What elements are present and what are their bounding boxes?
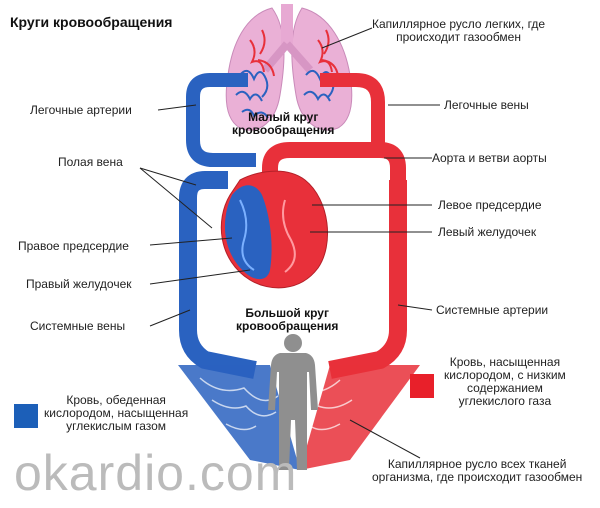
watermark: okardio.com (14, 445, 298, 501)
legend-deoxygenated-line2: кислородом, насыщенная (44, 406, 189, 420)
label-body-capillaries: Капиллярное русло всех тканей организма,… (372, 458, 582, 484)
pulmonary-vein-vessel (320, 73, 385, 148)
label-lung-capillaries-line1: Капиллярное русло легких, где (372, 17, 546, 31)
legend-swatch-oxygenated (410, 374, 434, 398)
label-pulmonary-arteries: Легочные артерии (30, 103, 132, 117)
aorta-vessel (262, 142, 406, 320)
label-systemic-veins: Системные вены (30, 319, 126, 333)
label-lung-capillaries: Капиллярное русло легких, где происходит… (372, 18, 545, 44)
legend-oxygenated-line3: содержанием (466, 381, 543, 395)
systemic-artery-vessel (328, 180, 407, 379)
label-right-atrium: Правое предсердие (18, 239, 129, 253)
label-aorta: Аорта и ветви аорты (432, 151, 547, 165)
label-left-atrium: Левое предсердие (438, 198, 542, 212)
label-systemic-arteries: Системные артерии (436, 303, 549, 317)
label-left-ventricle: Левый желудочек (438, 225, 537, 239)
legend-text-deoxygenated: Кровь, обеденная кислородом, насыщенная … (44, 394, 188, 433)
legend-deoxygenated-line3: углекислым газом (66, 419, 167, 433)
human-silhouette-icon (268, 334, 318, 470)
leader-lines (139, 27, 440, 459)
heart-icon (220, 170, 328, 289)
legend-deoxygenated-line1: Кровь, обеденная (66, 393, 166, 407)
large-circulation-line1: Большой круг (245, 306, 329, 320)
label-body-capillaries-line1: Капиллярное русло всех тканей (387, 457, 567, 471)
legend-text-oxygenated: Кровь, насыщенная кислородом, с низким с… (444, 356, 566, 408)
pulmonary-artery-vessel (186, 73, 256, 167)
small-circulation-label: Малый круг кровообращения (232, 111, 334, 137)
label-body-capillaries-line2: организма, где происходит газообмен (372, 470, 583, 484)
legend-oxygenated-line4: углекислого газа (458, 394, 552, 408)
large-circulation-label: Большой круг кровообращения (236, 307, 338, 333)
label-vena-cava: Полая вена (58, 155, 123, 169)
small-circulation-line2: кровообращения (232, 123, 335, 137)
small-circulation-line1: Малый круг (248, 110, 319, 124)
legend-oxygenated-line1: Кровь, насыщенная (449, 355, 561, 369)
legend-oxygenated-line2: кислородом, с низким (444, 368, 566, 382)
legend-swatch-deoxygenated (14, 404, 38, 428)
label-lung-capillaries-line2: происходит газообмен (396, 30, 521, 44)
label-pulmonary-veins: Легочные вены (444, 98, 529, 112)
diagram-title: Круги кровообращения (10, 14, 173, 30)
lungs-icon (225, 4, 353, 131)
label-right-ventricle: Правый желудочек (26, 277, 132, 291)
large-circulation-line2: кровообращения (236, 319, 339, 333)
systemic-vein-vessel (179, 171, 257, 379)
